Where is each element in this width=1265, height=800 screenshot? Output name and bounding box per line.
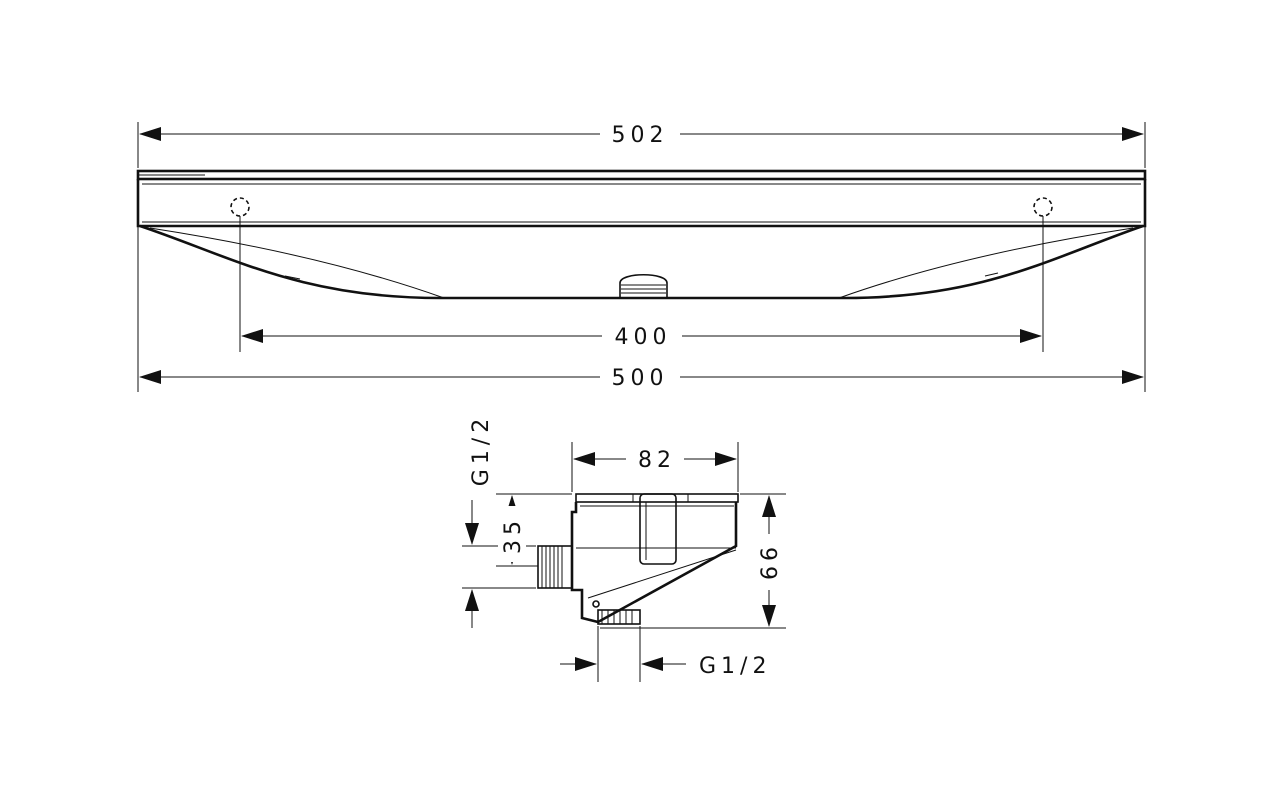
shower-body [139, 224, 1144, 300]
dimension-66-label: 66 [758, 542, 783, 580]
dimension-502-label: 502 [612, 123, 669, 148]
side-thread-label: G1/2 [469, 414, 494, 486]
dimension-82-label: 82 [638, 448, 676, 473]
dimension-inlet-height: 35 [498, 495, 526, 565]
dimension-total-width: 502 [139, 120, 1144, 148]
bottom-outlet-thread [597, 609, 641, 625]
side-view [537, 493, 739, 625]
mounting-hole-right [1033, 197, 1053, 217]
dimension-bracket-height: 66 [755, 495, 783, 627]
center-outlet [619, 274, 668, 298]
bracket-body [570, 502, 738, 624]
dimension-bottom-thread: G1/2 [560, 654, 771, 679]
shower-frame [136, 179, 1147, 228]
bottom-thread-label: G1/2 [699, 654, 771, 679]
mounting-hole-left [230, 197, 250, 217]
bracket-stem [639, 493, 677, 565]
dimension-body-width: 500 [139, 363, 1144, 391]
dimension-400-label: 400 [615, 325, 672, 350]
dimension-500-label: 500 [612, 366, 669, 391]
side-inlet-thread [537, 545, 573, 589]
dimension-bracket-width: 82 [573, 445, 737, 473]
dimension-side-thread: G1/2 [465, 414, 494, 628]
shower-top-plate [136, 169, 1147, 181]
dimension-outlet-spacing: 400 [241, 322, 1042, 350]
front-extension-lines [137, 122, 1146, 392]
front-view [136, 169, 1147, 300]
dimension-35-label: 35 [501, 516, 526, 554]
